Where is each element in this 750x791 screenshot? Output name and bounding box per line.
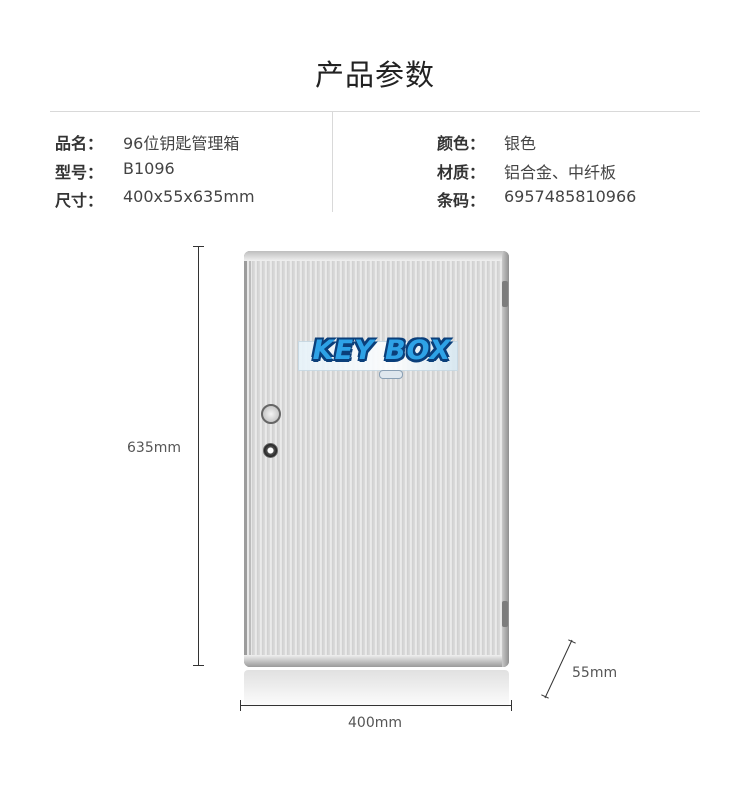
spec-model-label: 型号： [55, 163, 104, 182]
width-dimension-left-tick [240, 700, 241, 711]
door-handle [261, 404, 281, 424]
spec-model-value: B1096 [123, 159, 175, 178]
box-side-edge [502, 251, 509, 667]
height-dimension-bottom-tick [193, 665, 204, 666]
width-dimension-line [240, 705, 512, 706]
depth-dimension-line [544, 639, 573, 699]
logo-badge [379, 370, 403, 379]
depth-dimension-label: 55mm [572, 665, 618, 681]
box-top-edge [244, 251, 509, 261]
width-dimension-label: 400mm [348, 715, 402, 731]
height-dimension-top-tick [193, 246, 204, 247]
spec-barcode-label: 条码： [437, 191, 486, 210]
specs-column-divider [332, 112, 333, 212]
title-divider [50, 111, 700, 112]
box-reflection [244, 670, 509, 710]
spec-size-label: 尺寸： [55, 191, 104, 210]
hinge-bottom [502, 601, 508, 627]
spec-material-value: 铝合金、中纤板 [504, 163, 617, 182]
key-box-logo: KEY BOX [312, 335, 452, 366]
spec-barcode-value: 6957485810966 [504, 187, 637, 206]
logo-sticker [298, 341, 458, 371]
height-dimension-line [198, 246, 199, 666]
spec-name-value: 96位钥匙管理箱 [123, 134, 240, 153]
key-box-product-image: KEY BOX [244, 251, 509, 667]
spec-color-value: 银色 [504, 134, 537, 153]
spec-material-label: 材质： [437, 163, 486, 182]
height-dimension-label: 635mm [127, 440, 181, 456]
box-bottom-edge [244, 655, 509, 667]
width-dimension-right-tick [511, 700, 512, 711]
page-title: 产品参数 [314, 58, 435, 92]
hinge-top [502, 281, 508, 307]
keyhole-lock [263, 443, 278, 458]
spec-color-label: 颜色： [437, 134, 486, 153]
spec-name-label: 品名： [55, 134, 104, 153]
spec-size-value: 400x55x635mm [123, 187, 255, 206]
